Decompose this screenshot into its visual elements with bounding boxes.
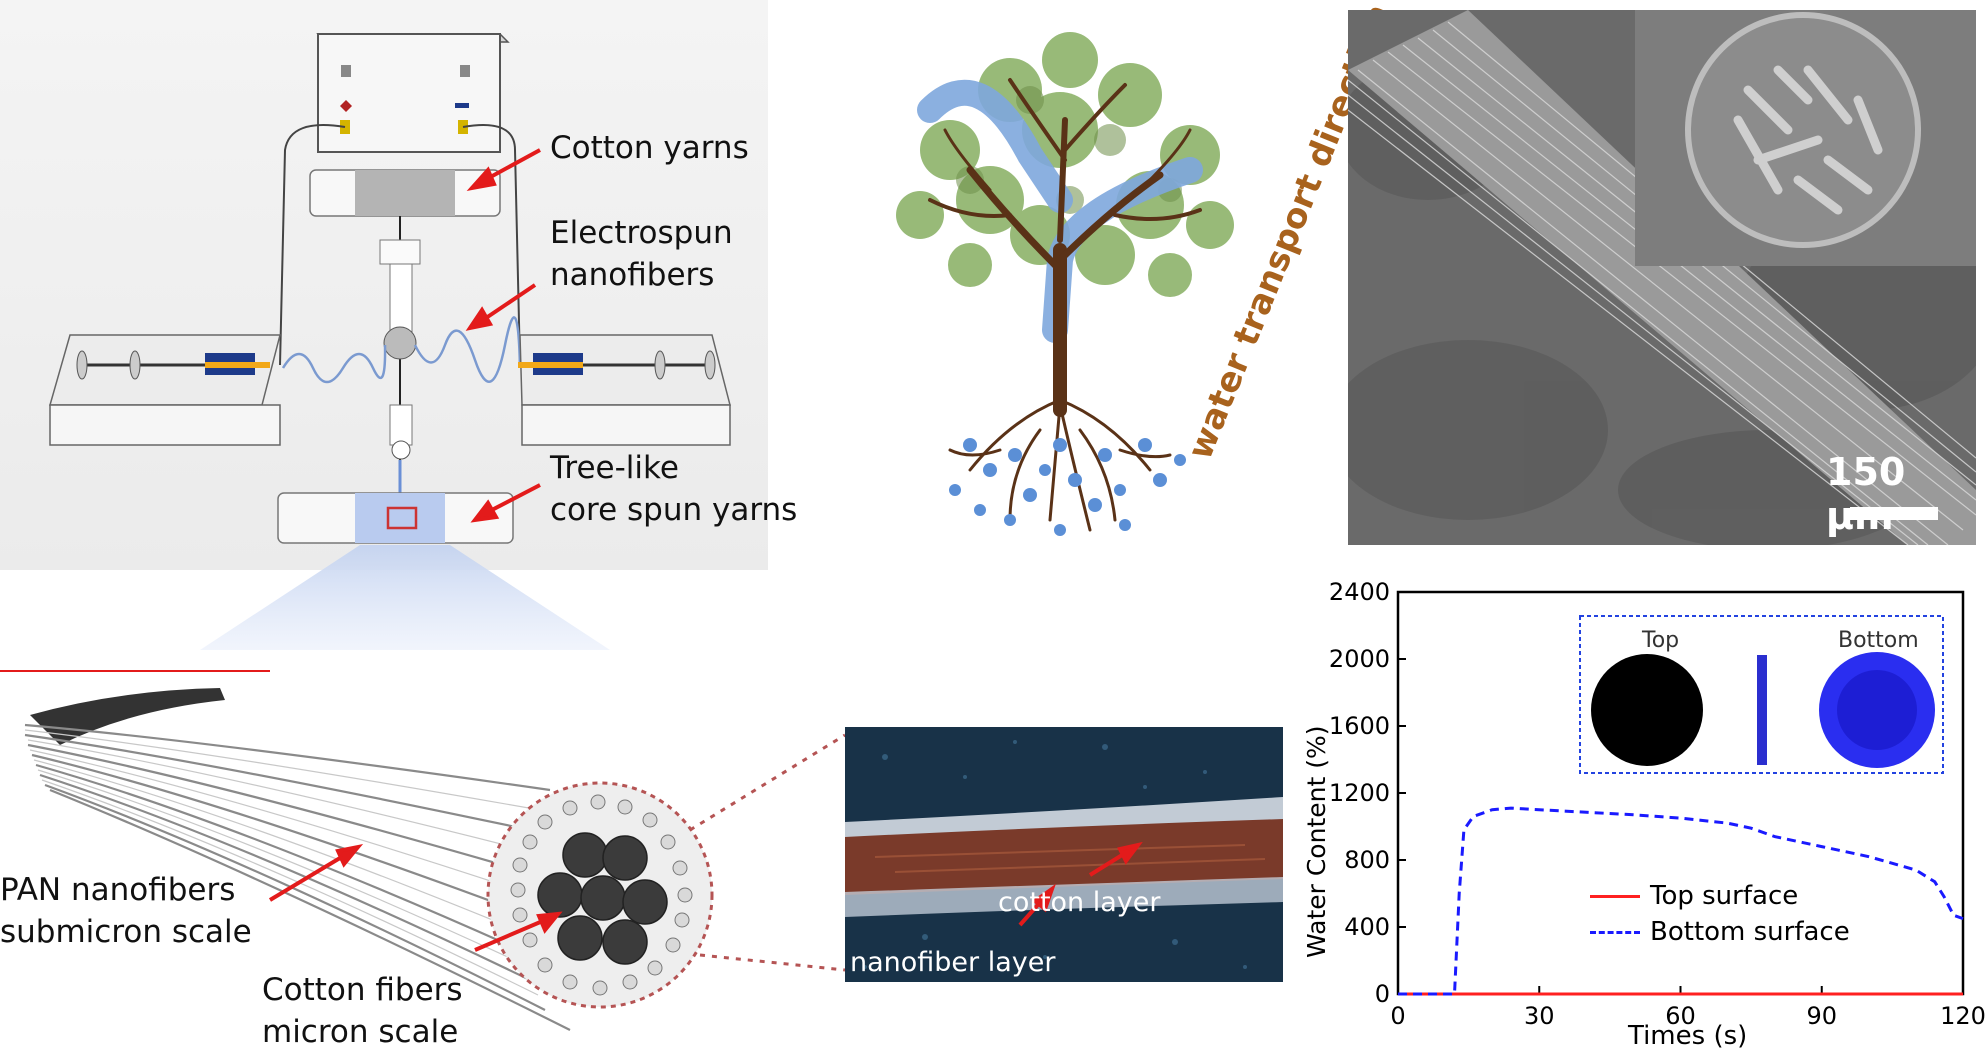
y-tick-label: 0 bbox=[1375, 980, 1390, 1008]
cotton-layer-label: cotton layer bbox=[998, 887, 1161, 918]
legend-swatch-top bbox=[1590, 894, 1640, 898]
chart-svg: 0 400 800 1200 1600 2000 2400 0 30 60 90 120 bbox=[1329, 578, 1986, 1030]
top-droplet bbox=[1591, 654, 1703, 766]
micrograph: cotton layer nanofiber layer bbox=[845, 727, 1283, 982]
chart-inset bbox=[1579, 615, 1944, 774]
legend-label-top: Top surface bbox=[1650, 881, 1799, 911]
cotton-yarns-label: Cotton yarns bbox=[550, 130, 749, 166]
setup-illustration bbox=[49, 33, 731, 544]
scale-bar-label: 150 μm bbox=[1826, 450, 1906, 538]
x-tick-label: 120 bbox=[1940, 1002, 1986, 1030]
y-tick-label: 2400 bbox=[1329, 578, 1390, 606]
electrospun-label-line1: Electrospun bbox=[550, 215, 733, 251]
x-axis-label: Times (s) bbox=[1628, 1021, 1748, 1051]
cotton-fibers-label-line2: micron scale bbox=[262, 1014, 459, 1050]
setup-panel bbox=[0, 0, 768, 570]
inset-top-label: Top bbox=[1642, 628, 1680, 653]
x-tick-label: 30 bbox=[1524, 1002, 1555, 1030]
treelike-label-line2: core spun yarns bbox=[550, 492, 798, 528]
micrograph-texture bbox=[845, 727, 1283, 982]
electrospun-label-line2: nanofibers bbox=[550, 257, 715, 293]
nanofiber-layer-label: nanofiber layer bbox=[850, 947, 1056, 978]
sem-texture bbox=[1348, 10, 1976, 545]
projection-cone bbox=[200, 545, 610, 650]
y-axis-label: Water Content (%) bbox=[1302, 725, 1331, 958]
y-tick-label: 2000 bbox=[1329, 645, 1390, 673]
water-content-chart: 0 400 800 1200 1600 2000 2400 0 30 60 90 120 Top Bo… bbox=[1290, 578, 1988, 1051]
y-tick-label: 800 bbox=[1344, 846, 1390, 874]
droplet-gradient-bar bbox=[1757, 655, 1767, 765]
sem-image: 150 μm bbox=[1348, 10, 1976, 545]
chart-legend: Top surface Bottom surface bbox=[1590, 878, 1850, 950]
treelike-label-line1: Tree-like bbox=[550, 450, 679, 486]
scale-bar bbox=[1850, 507, 1938, 520]
inset-bottom-label: Bottom bbox=[1838, 628, 1919, 653]
legend-label-bottom: Bottom surface bbox=[1650, 917, 1850, 947]
pan-label-line2: submicron scale bbox=[0, 914, 252, 950]
tree-illustration bbox=[896, 32, 1234, 536]
y-tick-label: 1200 bbox=[1329, 779, 1390, 807]
bottom-surface-line bbox=[1398, 806, 1964, 996]
yarn-cross-section-illustration bbox=[0, 670, 845, 1031]
legend-item-top: Top surface bbox=[1590, 878, 1850, 914]
legend-swatch-bottom bbox=[1590, 930, 1640, 934]
cotton-fibers-label-line1: Cotton fibers bbox=[262, 972, 463, 1008]
pan-label-line1: PAN nanofibers bbox=[0, 872, 236, 908]
x-tick-label: 0 bbox=[1390, 1002, 1405, 1030]
y-tick-label: 1600 bbox=[1329, 712, 1390, 740]
legend-item-bottom: Bottom surface bbox=[1590, 914, 1850, 950]
x-tick-label: 60 bbox=[1665, 1002, 1696, 1030]
x-tick-label: 90 bbox=[1806, 1002, 1837, 1030]
y-tick-label: 400 bbox=[1344, 913, 1390, 941]
